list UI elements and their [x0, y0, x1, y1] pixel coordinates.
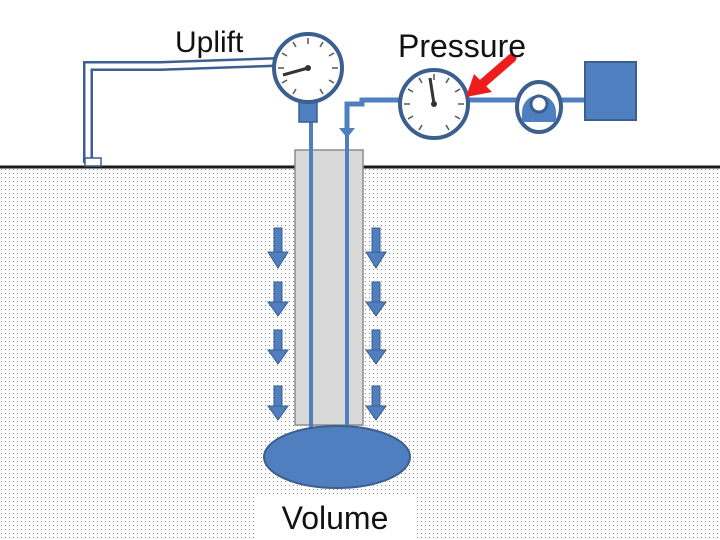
flow-arrows-right: [365, 227, 387, 421]
pressure-label: Pressure: [398, 28, 527, 64]
red-arrow-icon: [466, 53, 517, 97]
down-arrow-icon: [267, 385, 289, 421]
down-arrow-icon: [267, 227, 289, 269]
flow-arrows-left: [267, 227, 289, 421]
down-arrow-icon: [365, 385, 387, 421]
down-arrow-icon: [267, 281, 289, 317]
uplift-reference-rod: [83, 57, 277, 167]
down-arrow-icon: [365, 281, 387, 317]
pressure-inlet-arrow: [339, 128, 355, 138]
casing: [294, 149, 364, 426]
uplift-label: Uplift: [175, 26, 244, 59]
down-arrow-icon: [267, 329, 289, 365]
volume-label: Volume: [256, 494, 414, 540]
uplift-gauge-icon: [272, 32, 344, 104]
injected-volume-bulb: [263, 425, 411, 489]
pressure-gauge-icon: [398, 68, 470, 140]
pump-icon: [515, 80, 563, 134]
down-arrow-icon: [365, 227, 387, 269]
down-arrow-icon: [365, 329, 387, 365]
reservoir-tank-icon: [584, 61, 637, 121]
